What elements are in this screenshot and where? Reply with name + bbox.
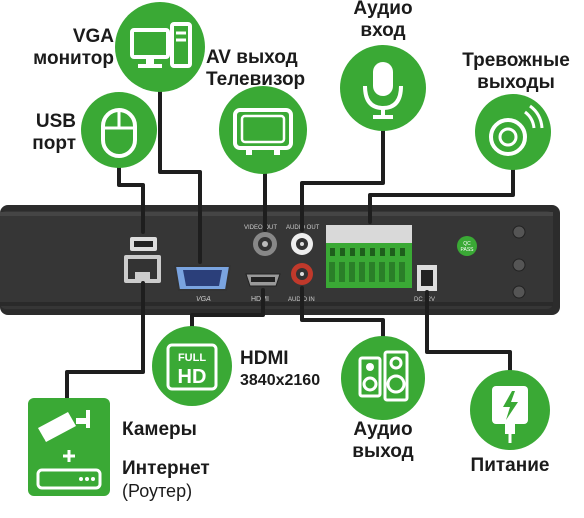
connector-lines	[65, 85, 515, 400]
speaker-icon	[341, 336, 425, 420]
svg-text:HD: HD	[178, 366, 207, 388]
power-plug-icon	[470, 370, 550, 450]
internet-label: Интернет(Роутер)	[122, 458, 210, 501]
fullhd-icon: FULL HD	[152, 326, 232, 406]
video-out-label: VIDEO OUT	[244, 225, 277, 231]
svg-text:PASS: PASS	[461, 247, 475, 253]
alarm-bell-icon	[475, 94, 551, 170]
dc-power-jack	[417, 265, 437, 291]
vga-port	[173, 265, 232, 291]
bnc-port	[253, 232, 277, 256]
svg-text:FULL: FULL	[178, 352, 206, 364]
hdmi-port	[245, 273, 281, 287]
hdmi-port-label: HDMI	[251, 296, 269, 303]
camera-icon	[38, 410, 90, 444]
lan-port	[124, 255, 161, 283]
qc-pass-badge: QC PASS	[457, 236, 477, 256]
router-icon	[36, 468, 102, 490]
microphone-icon	[340, 45, 426, 131]
power-label: Питание	[470, 455, 550, 476]
mouse-icon	[81, 92, 157, 168]
svg-text:QC: QC	[463, 241, 471, 247]
vga-monitor-icon	[115, 2, 205, 92]
tv-icon	[219, 86, 307, 174]
dc-label: DC 12V	[414, 297, 435, 303]
camera-router-icon	[28, 398, 110, 496]
vga-port-label: VGA	[196, 296, 211, 303]
nvr-rear-panel	[0, 205, 560, 315]
usb-port	[130, 237, 157, 251]
rca-audio-in	[291, 233, 313, 255]
cameras-label: Камеры	[122, 419, 197, 440]
rca-audio-out	[291, 263, 313, 285]
alarm-terminal-block	[326, 225, 412, 288]
